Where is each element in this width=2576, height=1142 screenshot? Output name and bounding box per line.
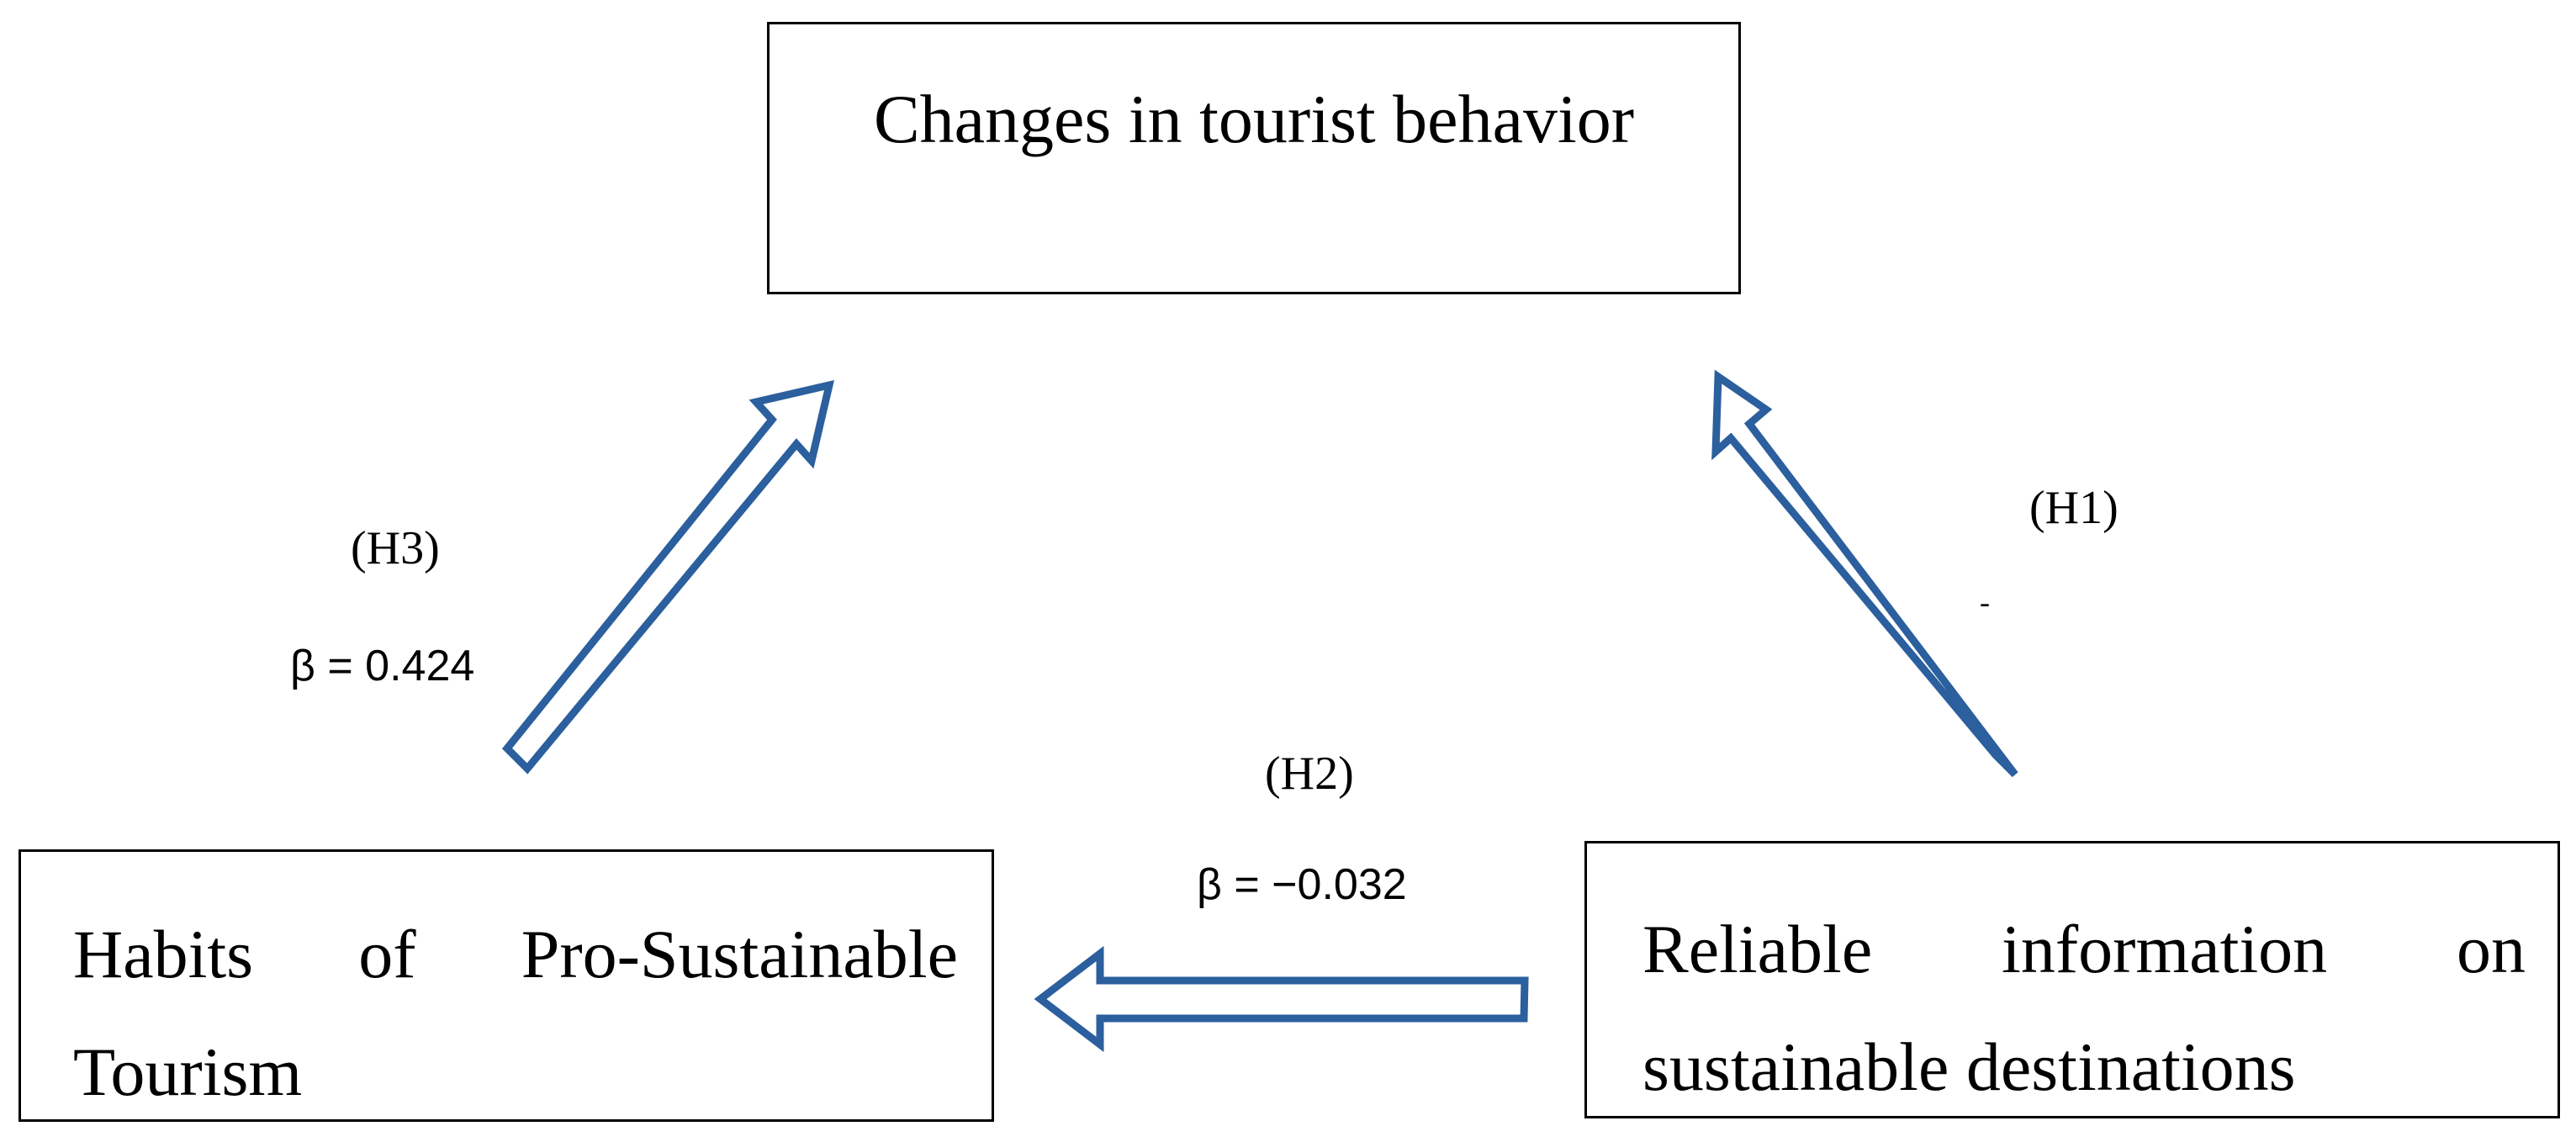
node-reliable-information: Reliable information on sustainable dest… bbox=[1584, 841, 2560, 1118]
node-label-line-1: Habits of Pro-Sustainable bbox=[73, 896, 958, 1013]
edge-label-h1-hypothesis: (H1) bbox=[2029, 482, 2118, 534]
node-label-word: Habits bbox=[73, 916, 254, 992]
node-label-word: on bbox=[2457, 911, 2526, 987]
node-label-word: Pro-Sustainable bbox=[521, 916, 958, 992]
node-changes-in-tourist-behavior: Changes in tourist behavior bbox=[767, 22, 1741, 294]
node-habits-of-pro-sustainable-tourism: Habits of Pro-Sustainable Tourism bbox=[19, 849, 994, 1122]
arrow-h3 bbox=[501, 379, 835, 775]
node-label: Habits of Pro-Sustainable Tourism bbox=[73, 896, 958, 1131]
node-label-word: information bbox=[2002, 911, 2328, 987]
arrow-h1 bbox=[1711, 369, 2018, 778]
node-label-word: Reliable bbox=[1642, 911, 1873, 987]
arrow-h2 bbox=[1034, 945, 1529, 1053]
edge-label-h3-hypothesis: (H3) bbox=[351, 522, 440, 574]
node-label-word: of bbox=[358, 916, 416, 992]
node-label-line-2: sustainable destinations bbox=[1642, 1028, 2296, 1105]
node-label-line-2: Tourism bbox=[73, 1034, 303, 1110]
edge-label-h2-hypothesis: (H2) bbox=[1265, 748, 1354, 800]
edge-label-h3-coefficient: β = 0.424 bbox=[290, 642, 475, 690]
node-label: Changes in tourist behavior bbox=[873, 81, 1635, 157]
edge-label-h2-coefficient: β = −0.032 bbox=[1197, 860, 1407, 909]
node-label-line-1: Reliable information on bbox=[1642, 891, 2526, 1008]
edge-label-h1-coefficient: - bbox=[1980, 585, 1990, 619]
node-label: Reliable information on sustainable dest… bbox=[1642, 891, 2526, 1126]
